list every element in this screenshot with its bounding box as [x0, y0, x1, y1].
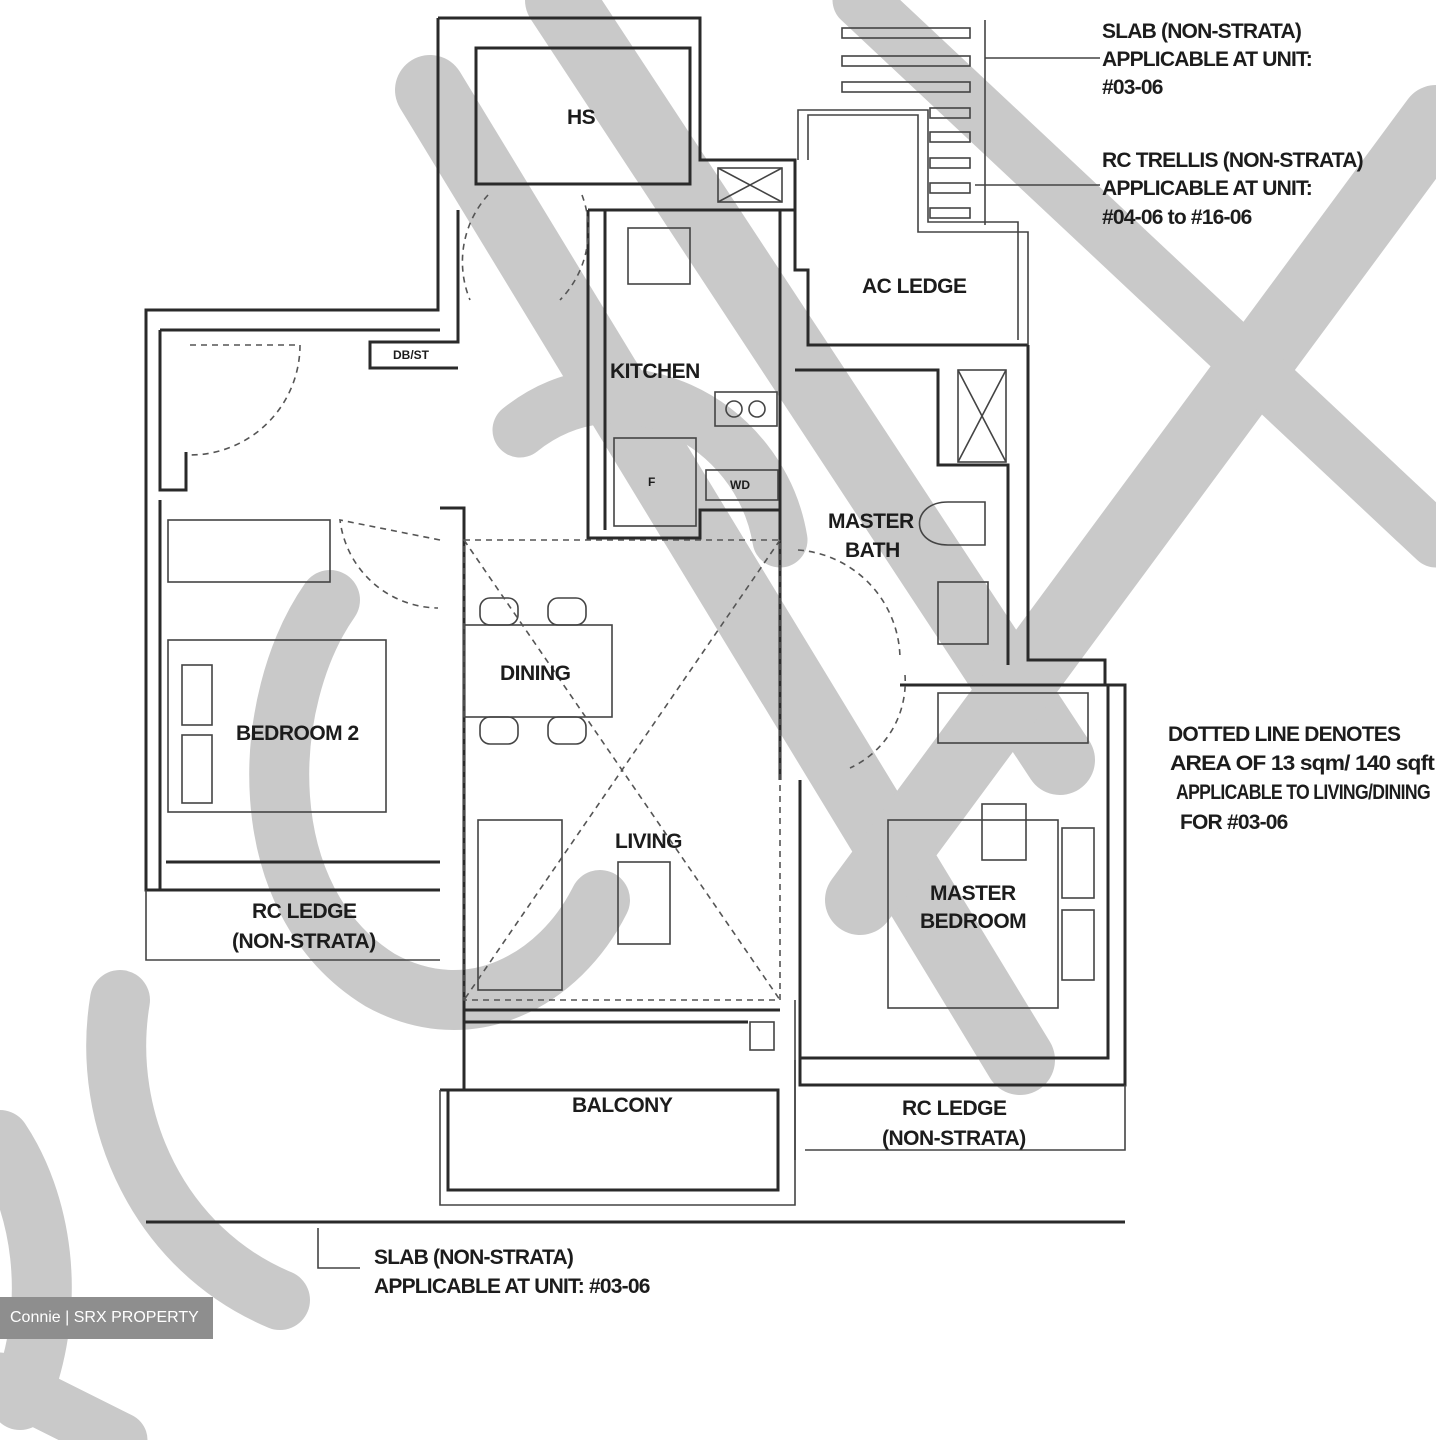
note-slab-top-1: SLAB (NON-STRATA) [1102, 20, 1301, 43]
label-dining: DINING [500, 662, 571, 685]
doors [189, 194, 907, 769]
note-slab-top-2: APPLICABLE AT UNIT: [1102, 48, 1312, 71]
label-db: DB/ST [393, 348, 430, 362]
note-slab-bottom-2: APPLICABLE AT UNIT: #03-06 [374, 1275, 650, 1298]
label-bedroom-2: BEDROOM 2 [236, 722, 359, 745]
label-master-bedroom-2: BEDROOM [920, 910, 1026, 933]
label-rc-ledge-right-1: RC LEDGE [902, 1097, 1007, 1120]
credit-badge: Connie | SRX PROPERTY [0, 1297, 213, 1339]
walls [144, 16, 1127, 1269]
label-rc-ledge-right-2: (NON-STRATA) [882, 1127, 1026, 1150]
label-living: LIVING [615, 830, 682, 853]
label-master-bedroom-1: MASTER [930, 882, 1016, 905]
note-slab-top-3: #03-06 [1102, 76, 1163, 99]
label-master-bath-2: BATH [845, 539, 900, 562]
label-kitchen: KITCHEN [610, 360, 700, 383]
note-dotted-1: DOTTED LINE DENOTES [1168, 723, 1401, 746]
label-fridge: F [648, 475, 655, 489]
label-master-bath-1: MASTER [828, 510, 914, 533]
note-dotted-2: AREA OF 13 sqm/ 140 sqft [1170, 752, 1435, 775]
trellis-bars [841, 27, 971, 219]
note-slab-bottom-1: SLAB (NON-STRATA) [374, 1246, 573, 1269]
label-rc-ledge-left-1: RC LEDGE [252, 900, 357, 923]
note-dotted-4: FOR #03-06 [1180, 811, 1288, 834]
label-ac-ledge: AC LEDGE [862, 275, 967, 298]
label-wd: WD [730, 478, 750, 492]
note-dotted-3: APPLICABLE TO LIVING/DINING [1176, 781, 1430, 804]
note-trellis-2: APPLICABLE AT UNIT: [1102, 177, 1312, 200]
label-balcony: BALCONY [572, 1094, 673, 1117]
label-hs: HS [567, 106, 596, 129]
label-rc-ledge-left-2: (NON-STRATA) [232, 930, 376, 953]
annotation-arrows [975, 57, 1100, 186]
dotted-area [463, 539, 781, 1001]
note-trellis-1: RC TRELLIS (NON-STRATA) [1102, 149, 1363, 172]
note-trellis-3: #04-06 to #16-06 [1102, 206, 1252, 229]
